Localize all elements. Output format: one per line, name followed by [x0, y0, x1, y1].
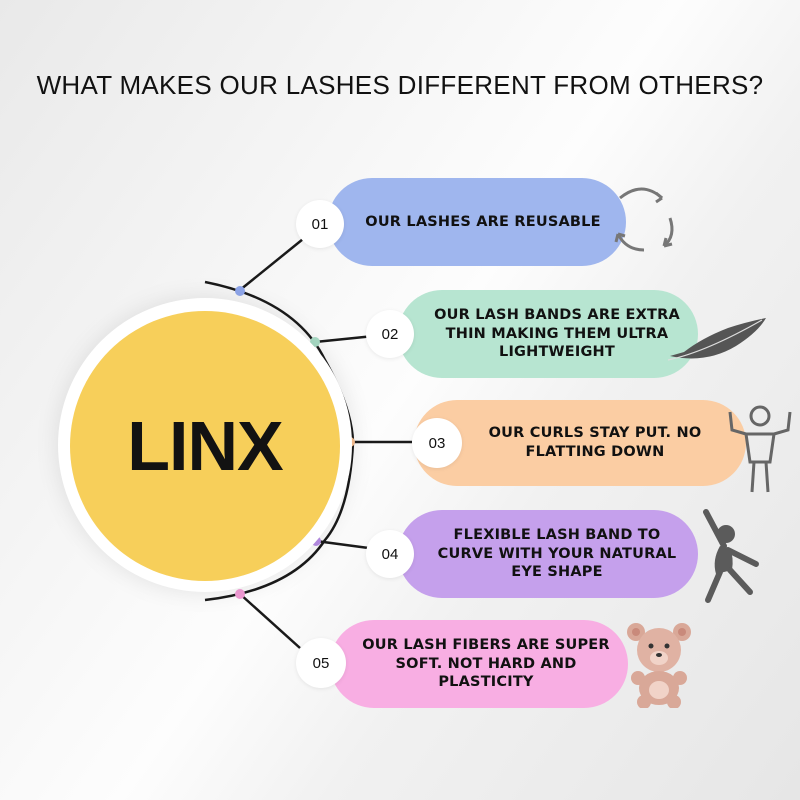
- recycle-arrows-icon: [614, 187, 674, 252]
- item-02-pill: OUR LASH BANDS ARE EXTRA THIN MAKING THE…: [398, 290, 698, 378]
- item-02-line-3: LIGHTWEIGHT: [499, 344, 615, 361]
- item-05-number: 05: [296, 638, 346, 688]
- dot-05: [235, 589, 245, 599]
- item-03-line-2: FLATTING DOWN: [525, 444, 665, 460]
- item-01-pill: OUR LASHES ARE REUSABLE: [328, 178, 626, 266]
- stretching-person-icon: [703, 509, 759, 603]
- item-01-number: 01: [296, 200, 344, 248]
- item-01-line-1: OUR LASHES ARE REUSABLE: [365, 213, 601, 230]
- page-title: WHAT MAKES OUR LASHES DIFFERENT FROM OTH…: [36, 70, 764, 100]
- item-05-line-1: OUR LASH FIBERS ARE SUPER: [362, 636, 610, 653]
- feather-icon: [667, 318, 766, 361]
- item-03-line-1: OUR CURLS STAY PUT. NO: [488, 425, 702, 442]
- item-04-line-2: CURVE WITH YOUR NATURAL: [437, 545, 677, 562]
- item-04-line-3: EYE SHAPE: [511, 564, 603, 581]
- item-02-line-1: OUR LASH BANDS ARE EXTRA: [434, 306, 680, 323]
- item-04-number: 04: [366, 530, 414, 578]
- connector-01: [239, 234, 309, 291]
- connector-02: [314, 334, 375, 344]
- arc-lower-line: [204, 441, 355, 602]
- item-05-pill: OUR LASH FIBERS ARE SUPER SOFT. NOT HARD…: [330, 620, 628, 708]
- strong-person-icon: [728, 405, 792, 493]
- item-04-line-1: FLEXIBLE LASH BAND TO: [453, 526, 661, 543]
- item-05-line-2: SOFT. NOT HARD AND: [395, 655, 577, 672]
- logo-disc: LINX: [70, 311, 340, 581]
- connector-05: [239, 593, 301, 649]
- logo-text: LINX: [127, 407, 283, 485]
- item-02-line-2: THIN MAKING THEM ULTRA: [445, 325, 669, 342]
- item-03-pill: OUR CURLS STAY PUT. NO FLATTING DOWN: [414, 400, 746, 486]
- teddy-bear-icon: [627, 623, 691, 708]
- dot-01: [235, 286, 245, 296]
- item-04-pill: FLEXIBLE LASH BAND TO CURVE WITH YOUR NA…: [398, 510, 698, 598]
- item-02-number: 02: [366, 310, 414, 358]
- item-03-number: 03: [412, 418, 462, 468]
- item-05-line-3: PLASTICITY: [438, 674, 534, 691]
